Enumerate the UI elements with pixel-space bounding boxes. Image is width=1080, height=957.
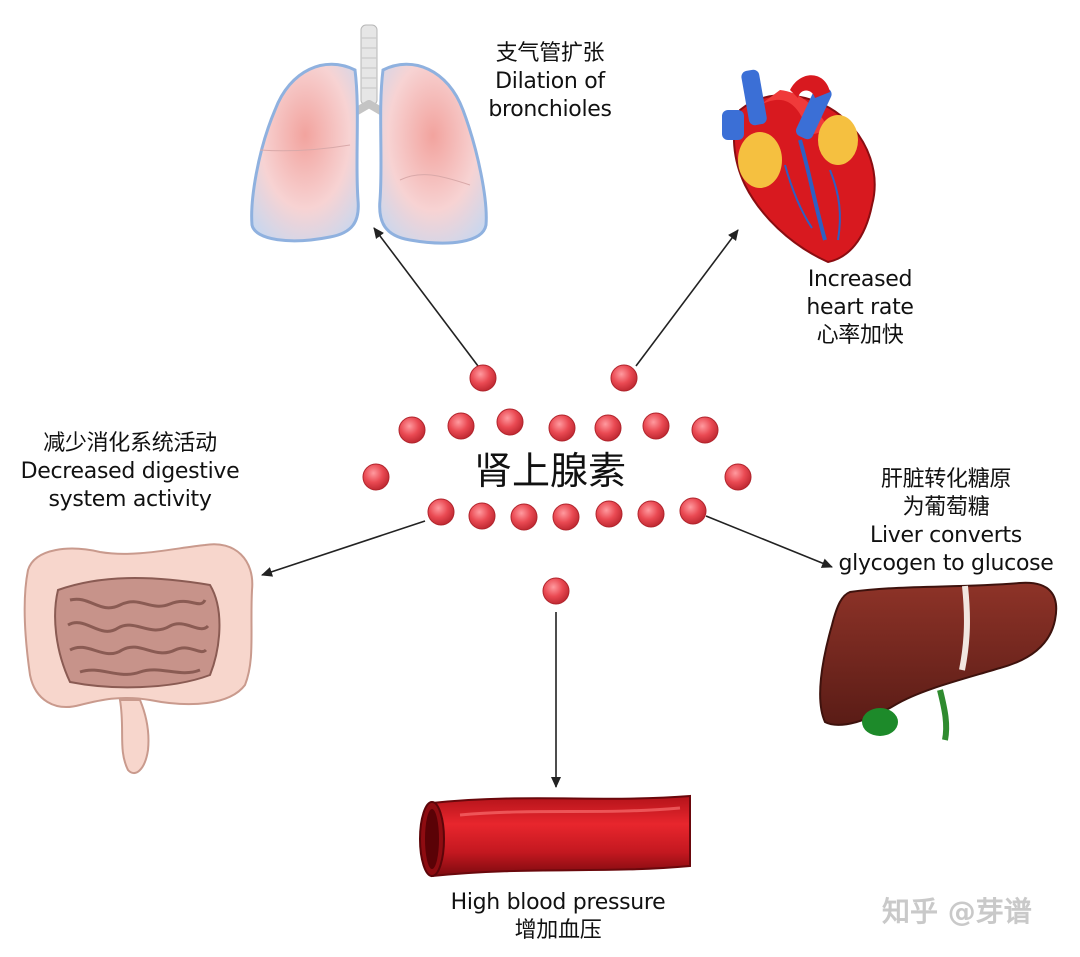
liver-label-zh-2: 为葡萄糖 [902, 495, 990, 520]
digestion-label: 减少消化系统活动 Decreased digestive system acti… [12, 430, 248, 514]
arrow-to-intestine [261, 520, 426, 577]
adrenaline-molecule [691, 416, 719, 444]
adrenaline-molecule [447, 412, 475, 440]
adrenaline-molecule [469, 364, 497, 392]
adrenaline-molecule [510, 503, 538, 531]
adrenaline-molecule [496, 408, 524, 436]
adrenaline-molecule [724, 463, 752, 491]
adrenaline-molecule [548, 414, 576, 442]
heart-label-zh: 心率加快 [816, 323, 904, 348]
lungs-label-en-2: bronchioles [488, 97, 612, 122]
heart-label-en-2: heart rate [806, 295, 914, 320]
heart-label-en-1: Increased [807, 267, 913, 292]
blood-pressure-label: High blood pressure 增加血压 [440, 889, 676, 945]
watermark: 知乎 @芽谱 [882, 895, 1032, 928]
arrow-to-heart [635, 229, 739, 367]
center-title: 肾上腺素 [473, 449, 626, 493]
lungs-label-zh: 支气管扩张 [495, 41, 605, 66]
arrows [261, 227, 833, 788]
liver-label-en-1: Liver converts [870, 523, 1022, 548]
lungs-icon [250, 24, 488, 245]
liver-label-en-2: glycogen to glucose [838, 551, 1054, 576]
arrow-to-liver [705, 515, 833, 568]
adrenaline-molecule [542, 577, 570, 605]
blood-pressure-label-zh: 增加血压 [514, 918, 602, 943]
digestion-label-en-1: Decreased digestive [20, 459, 240, 484]
lungs-label-en-1: Dilation of [495, 69, 605, 94]
liver-icon [819, 581, 1058, 741]
adrenaline-molecules [362, 364, 752, 605]
digestion-label-zh: 减少消化系统活动 [43, 431, 217, 456]
adrenaline-molecule [594, 414, 622, 442]
adrenaline-molecule [679, 497, 707, 525]
adrenaline-molecule [637, 500, 665, 528]
intestine-icon [23, 543, 254, 775]
arrow-to-lungs [373, 227, 479, 367]
adrenaline-molecule [610, 364, 638, 392]
adrenaline-molecule [427, 498, 455, 526]
blood-vessel-icon [419, 794, 691, 878]
adrenaline-molecule [362, 463, 390, 491]
digestion-label-en-2: system activity [48, 487, 212, 512]
adrenaline-molecule [398, 416, 426, 444]
adrenaline-molecule [642, 412, 670, 440]
liver-label: 肝脏转化糖原 为葡萄糖 Liver converts glycogen to g… [836, 466, 1056, 578]
lungs-label: 支气管扩张 Dilation of bronchioles [470, 40, 630, 124]
adrenaline-molecule [468, 502, 496, 530]
heart-label: Increased heart rate 心率加快 [790, 266, 930, 350]
adrenaline-molecule [595, 500, 623, 528]
blood-pressure-label-en: High blood pressure [450, 890, 666, 915]
adrenaline-molecule [552, 503, 580, 531]
liver-label-zh-1: 肝脏转化糖原 [880, 467, 1012, 492]
heart-icon [722, 69, 876, 264]
